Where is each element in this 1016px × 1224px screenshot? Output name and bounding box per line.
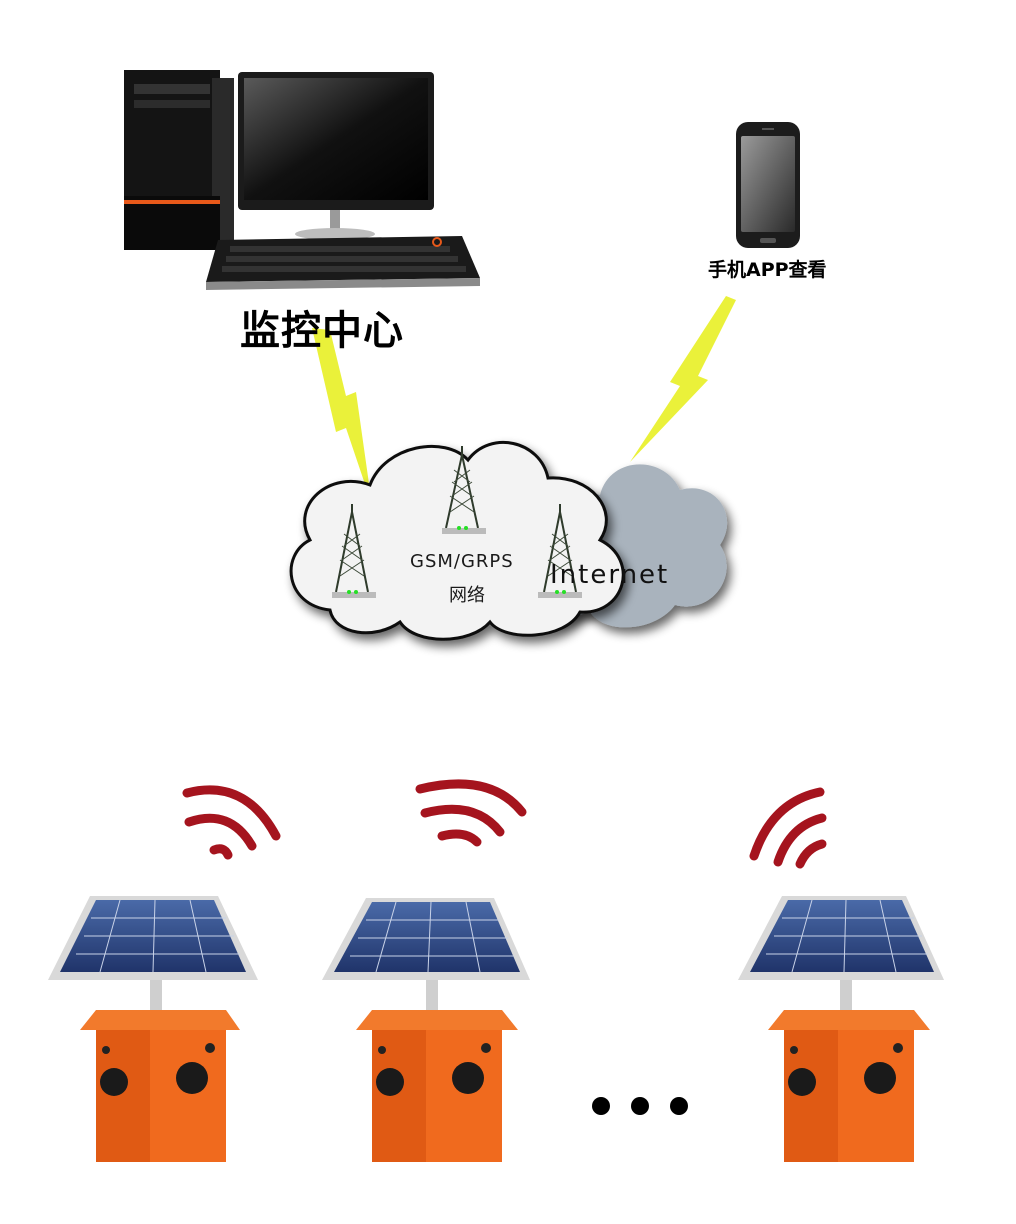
gsm-network-sub-label: 网络: [449, 585, 485, 606]
smartphone-icon: [736, 122, 800, 248]
gsm-network-label: GSM/GRPS: [410, 551, 514, 572]
cell-tower-icon: [332, 504, 376, 598]
monitoring-center-label: 监控中心: [240, 308, 404, 354]
computer-icon: [124, 70, 480, 290]
wireless-signal-icon: [182, 785, 281, 860]
cell-tower-icon: [538, 504, 582, 598]
solar-device: [322, 898, 530, 1162]
signal-bolt-right: [630, 296, 736, 462]
continuation-dots: [592, 1097, 688, 1115]
solar-device: [48, 896, 258, 1162]
mobile-app-label: 手机APP查看: [708, 259, 827, 281]
internet-label: Internet: [550, 560, 670, 590]
wireless-signal-icon: [415, 779, 527, 847]
signal-bolt-left: [312, 328, 372, 505]
gsm-cloud: [289, 440, 625, 641]
cell-tower-icon: [442, 446, 486, 534]
solar-device: [738, 896, 944, 1162]
wireless-signal-icon: [749, 787, 827, 869]
